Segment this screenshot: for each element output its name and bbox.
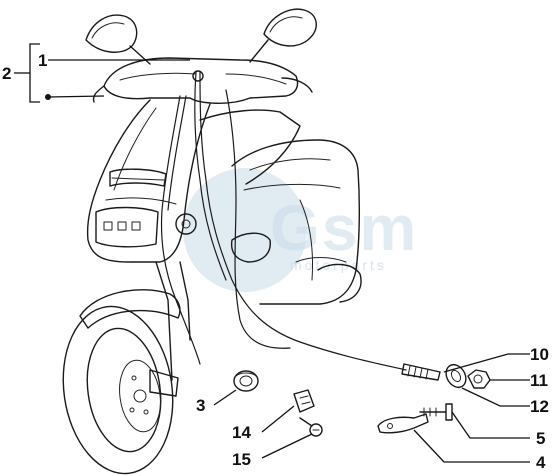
callout-3: 3: [196, 396, 205, 415]
left-grip: [92, 85, 105, 103]
leader-14: [261, 405, 295, 433]
leader-10: [443, 353, 530, 373]
leader-12: [461, 387, 530, 407]
part-12-sleeve: [445, 363, 467, 389]
leader-3: [213, 389, 237, 406]
part-15-screw: [299, 417, 323, 437]
long-cable: [199, 71, 407, 371]
small-parts: [233, 363, 491, 437]
leader-4: [413, 429, 530, 463]
rear-wheel-hint: [317, 263, 362, 303]
callout-14: 14: [232, 423, 251, 442]
callout-numbers: 1 2 3 14 15 10 11 12 5 4: [2, 51, 549, 472]
rear-brake-cable: [225, 89, 291, 349]
callout-4: 4: [536, 453, 546, 472]
callout-5: 5: [536, 429, 545, 448]
scooter-illustration: [62, 8, 362, 475]
callout-12: 12: [530, 397, 549, 416]
right-grip: [281, 77, 313, 93]
part-5-screw: [419, 403, 453, 421]
front-fender: [79, 289, 181, 329]
front-brake-cable: [160, 95, 201, 365]
leader-15: [261, 433, 313, 459]
leader-2: [47, 95, 105, 98]
turn-signal-front: [109, 168, 167, 187]
leader-5: [451, 411, 530, 439]
watermark: Gsm motorparts: [183, 168, 418, 292]
part-4-bracket: [377, 413, 429, 434]
right-mirror: [263, 8, 317, 47]
handlebar-cover: [103, 57, 299, 104]
part-14-clip: [293, 389, 315, 413]
callout-15: 15: [232, 450, 251, 469]
callout-1: 1: [38, 51, 47, 70]
ignition-lock: [175, 213, 197, 235]
cables: [160, 70, 441, 381]
leader-lines: [14, 43, 530, 463]
callout-10: 10: [530, 345, 549, 364]
callout-11: 11: [530, 371, 548, 390]
front-wheel: [62, 305, 174, 475]
part-11-nut: [467, 369, 491, 389]
front-shield: [86, 99, 211, 263]
part-3-grommet: [233, 370, 259, 392]
left-mirror: [85, 14, 138, 53]
watermark-globe-icon: [183, 168, 307, 292]
rear-body: [231, 139, 360, 305]
front-fork: [155, 261, 173, 381]
front-hub-caliper: [149, 369, 179, 397]
callout-2: 2: [2, 64, 11, 83]
watermark-text: Gsm: [270, 192, 418, 264]
headlight: [95, 206, 159, 248]
cable-junction: [192, 70, 204, 82]
